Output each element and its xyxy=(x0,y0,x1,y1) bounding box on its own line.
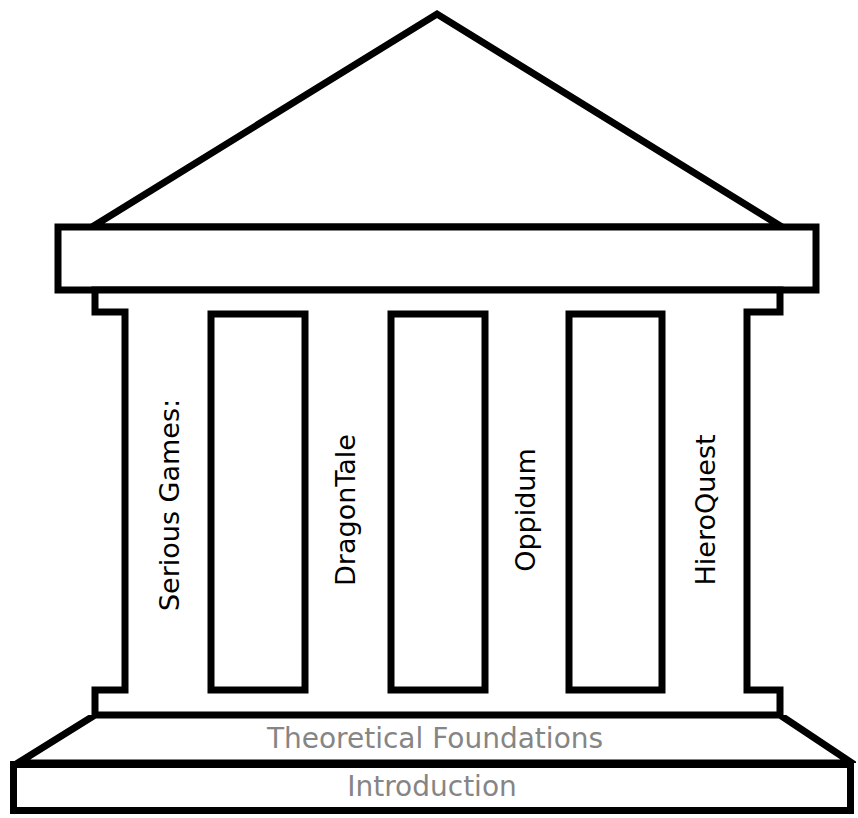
band-shape xyxy=(14,765,851,811)
band-title: Introduction xyxy=(347,772,517,803)
temple-body xyxy=(95,290,780,715)
pillar xyxy=(569,314,662,690)
roof-pediment xyxy=(92,14,782,227)
foundation-band: Introduction xyxy=(10,761,854,814)
pillar-label: Serious Games: xyxy=(155,399,185,611)
pillar xyxy=(391,314,485,690)
foundation-band: Theoretical Foundations xyxy=(14,715,856,763)
architrave xyxy=(58,227,816,290)
pillar-label: DragonTale xyxy=(331,434,361,586)
band-shape xyxy=(18,715,852,763)
pillar-label: Oppidum xyxy=(511,448,541,572)
pillar xyxy=(211,314,305,690)
pillar-label: HieroQuest xyxy=(691,434,721,585)
band-title: Theoretical Foundations xyxy=(267,724,603,755)
